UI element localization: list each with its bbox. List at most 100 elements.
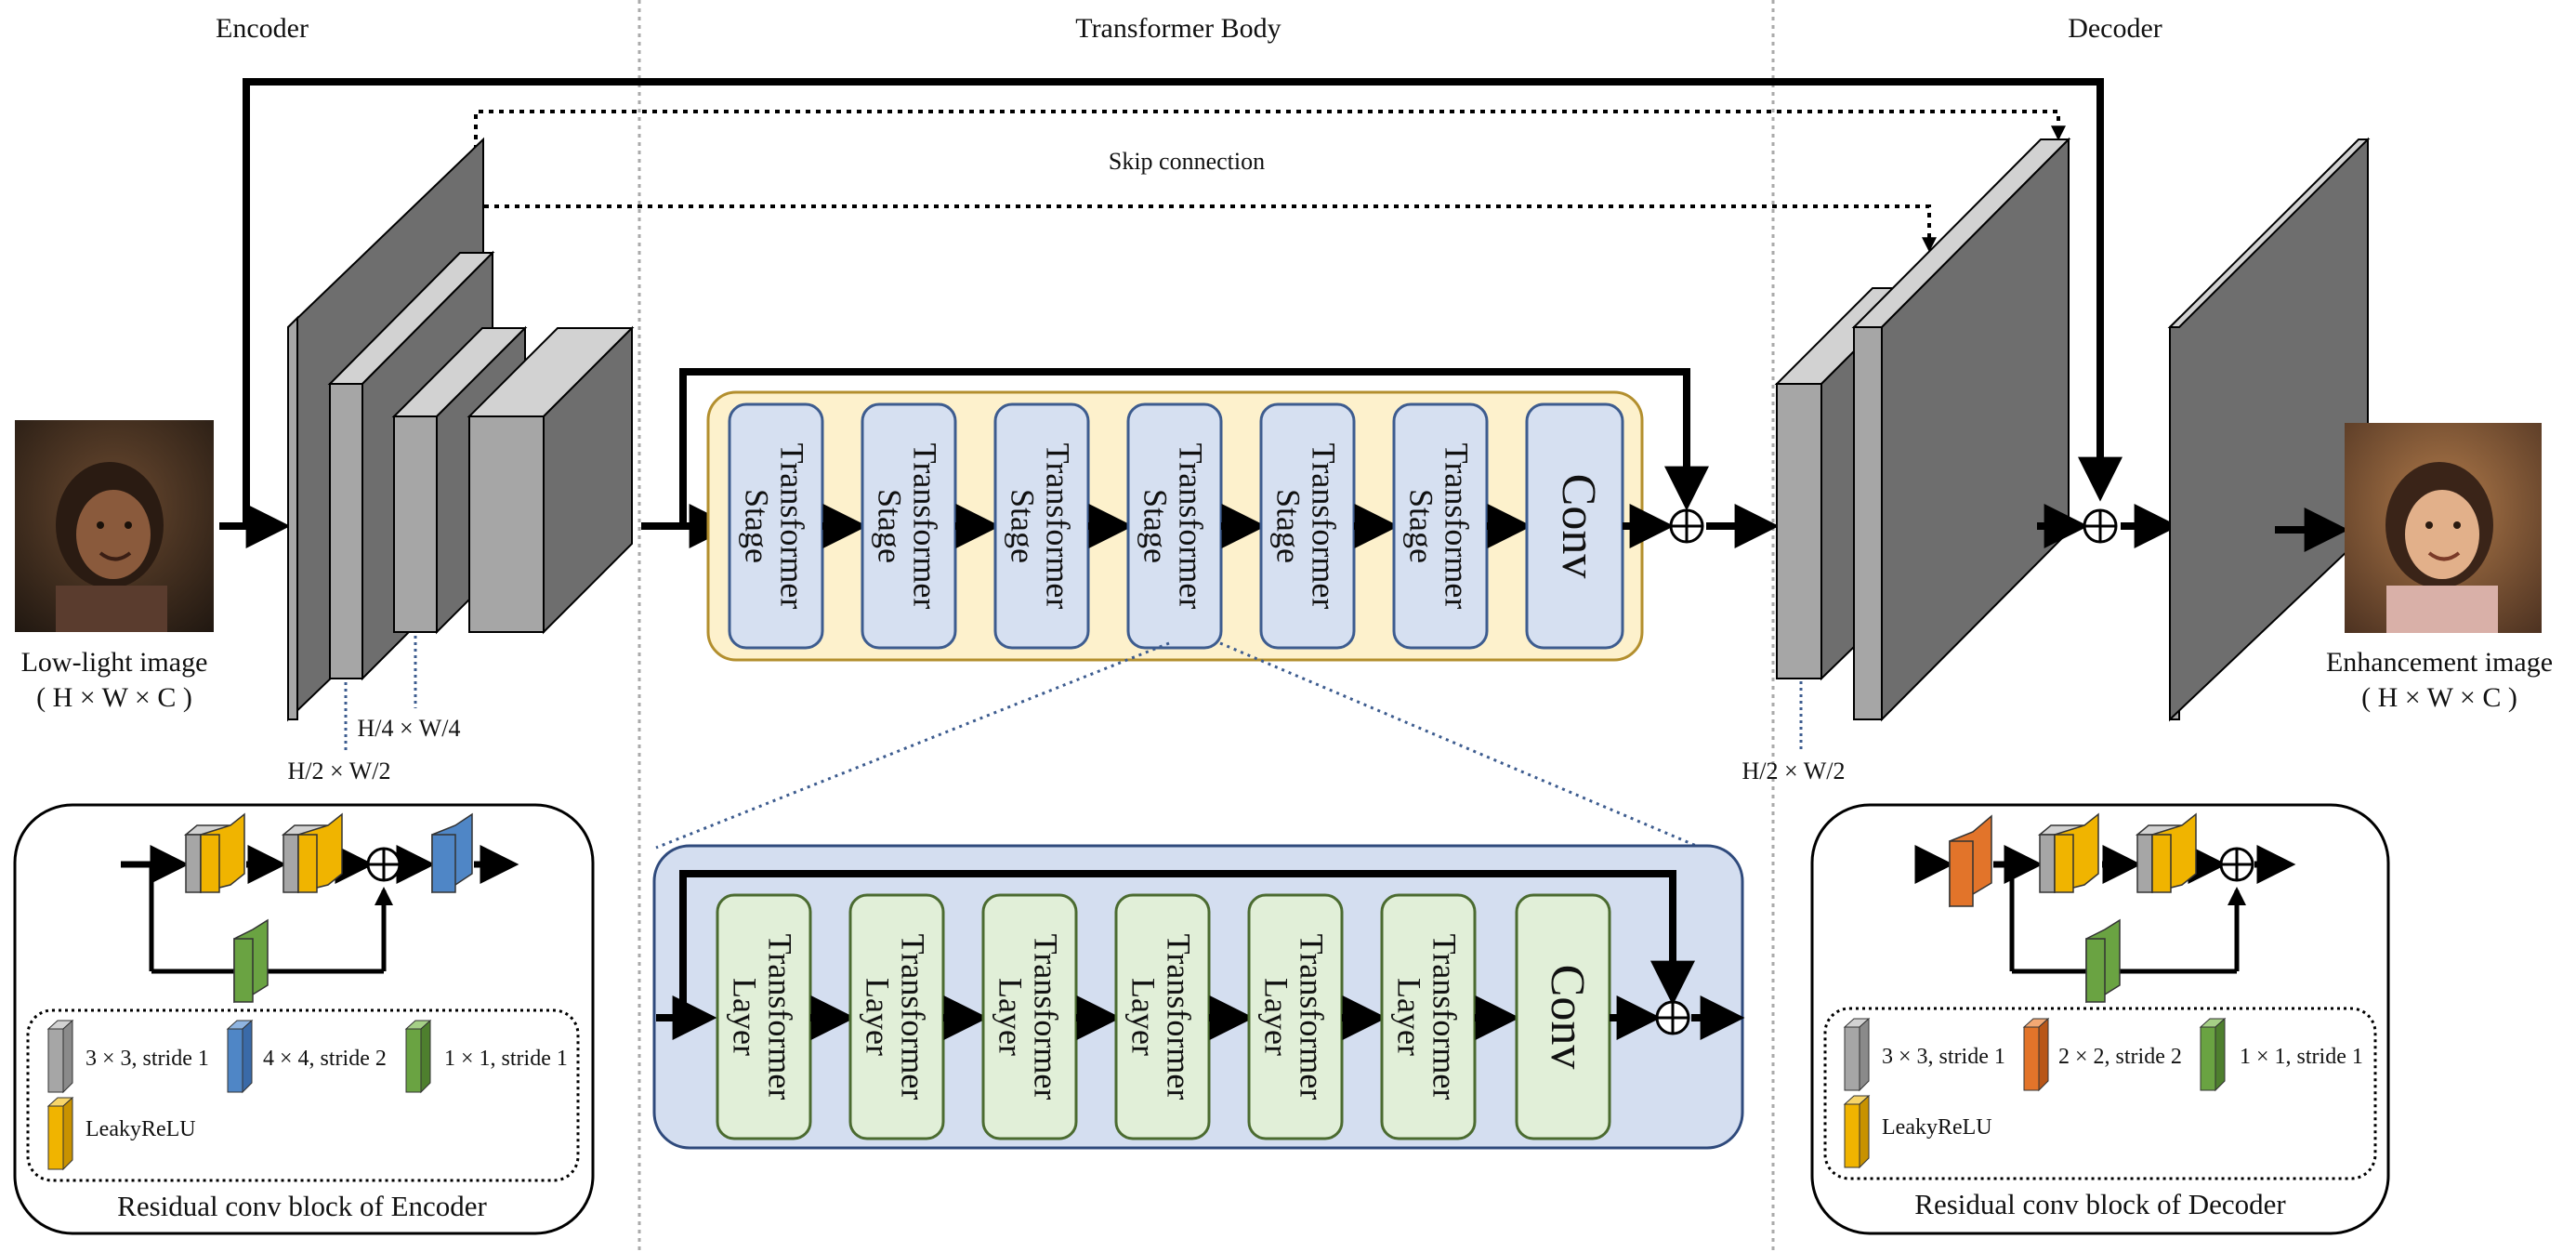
transformer-layer-box-line2: Layer (860, 978, 897, 1056)
transformer-stage-box-2: TransformerStage (861, 402, 957, 650)
encoder-section-title: Encoder (216, 13, 309, 44)
stage-conv-label: Conv (1541, 965, 1594, 1070)
transformer-layer-box-label-3: TransformerLayer (992, 934, 1065, 1100)
input-image (15, 420, 214, 632)
zoom-line-left (655, 641, 1170, 850)
output-image-title: Enhancement image (2326, 647, 2553, 678)
encoder-block-add-icon (366, 847, 401, 882)
transformer-stage-box-3: TransformerStage (993, 402, 1090, 650)
transformer-stage-box-line1: Transformer (1438, 443, 1475, 610)
transformer-layer-box-label-4: TransformerLayer (1125, 934, 1198, 1100)
transformer-layer-box-line1: Transformer (761, 934, 798, 1100)
skip-connection-1 (474, 110, 2066, 191)
body-conv-box: Conv (1525, 402, 1624, 650)
decoder-block-panel (1810, 803, 2390, 1235)
transformer-layer-box-line2: Layer (727, 978, 764, 1056)
encoder-legend-blue-icon (226, 1019, 254, 1094)
transformer-layer-box-label-6: TransformerLayer (1391, 934, 1464, 1100)
input-image-dims: ( H × W × C ) (36, 682, 192, 713)
skip-connection-label: Skip connection (1109, 148, 1265, 175)
transformer-layer-box-line1: Transformer (1293, 934, 1330, 1100)
decoder-feature-map-2 (1851, 137, 2071, 722)
decoder-conv3x3-1 (2037, 812, 2099, 893)
transformer-stage-box-label-4: TransformerStage (1137, 443, 1210, 610)
decoder-section-title: Decoder (2068, 13, 2162, 44)
decoder-legend-item-3: 1 × 1, stride 1 (2240, 1045, 2363, 1069)
encoder-conv3x3-2 (281, 812, 343, 893)
transformer-stage-box-label-1: TransformerStage (739, 443, 811, 610)
encoder-block-graph (121, 845, 519, 974)
encoder-block-caption: Residual conv block of Encoder (117, 1190, 487, 1222)
transformer-layer-box-line2: Layer (1125, 978, 1163, 1056)
encoder-legend-box (26, 1008, 580, 1182)
body-residual-line (679, 368, 1709, 526)
transformer-layer-box-line2: Layer (992, 978, 1030, 1056)
encoder-legend-item-3: 1 × 1, stride 1 (444, 1047, 568, 1071)
encoder-conv4x4 (431, 812, 473, 894)
transformer-layer-box-3: TransformerLayer (981, 893, 1078, 1140)
transformer-stage-box-label-2: TransformerStage (872, 443, 944, 610)
decoder-legend-yellow-icon (1843, 1094, 1871, 1169)
transformer-stage-box-line2: Stage (872, 489, 909, 563)
decoder-conv3x3-2 (2135, 812, 2197, 893)
output-image-dims: ( H × W × C ) (2361, 682, 2517, 713)
transformer-stage-box-label-5: TransformerStage (1270, 443, 1343, 610)
body-add-icon (1669, 508, 1704, 544)
decoder-legend-orange-icon (2022, 1017, 2050, 1092)
transformer-stage-box-line1: Transformer (1039, 443, 1076, 610)
transformer-stage-box-line2: Stage (1403, 489, 1440, 563)
body-section-title: Transformer Body (1075, 13, 1281, 44)
stage-residual-line (679, 870, 1695, 1018)
decoder-conv2x2 (1949, 814, 1992, 908)
decoder-add-icon (2083, 508, 2118, 544)
transformer-layer-box-5: TransformerLayer (1247, 893, 1344, 1140)
decoder-conv1x1 (2085, 918, 2121, 1004)
transformer-layer-box-2: TransformerLayer (848, 893, 945, 1140)
transformer-stage-box-line2: Stage (739, 489, 776, 563)
encoder-legend-item-4: LeakyReLU (85, 1117, 196, 1141)
decoder-legend-gray-icon (1843, 1017, 1871, 1092)
decoder-legend-box (1823, 1007, 2377, 1180)
transformer-stage-box-4: TransformerStage (1126, 402, 1223, 650)
decoder-block-add-icon (2219, 847, 2254, 882)
transformer-stage-box-line2: Stage (1005, 489, 1042, 563)
encoder-conv1x1 (233, 918, 269, 1004)
decoder-legend-item-1: 3 × 3, stride 1 (1882, 1045, 2005, 1069)
transformer-layer-box-line1: Transformer (1160, 934, 1197, 1100)
encoder-legend-yellow-icon (46, 1096, 74, 1171)
output-image (2345, 423, 2542, 633)
transformer-layer-box-line1: Transformer (1027, 934, 1064, 1100)
decoder-dim-h2: H/2 × W/2 (1742, 758, 1846, 784)
transformer-layer-box-label-5: TransformerLayer (1258, 934, 1331, 1100)
transformer-layer-box-line1: Transformer (1426, 934, 1463, 1100)
encoder-dim-h2: H/2 × W/2 (288, 758, 391, 784)
zoom-line-right (1219, 641, 1702, 850)
transformer-layer-box-label-2: TransformerLayer (860, 934, 932, 1100)
transformer-layer-box-line2: Layer (1258, 978, 1295, 1056)
encoder-dim-h4: H/4 × W/4 (358, 715, 461, 742)
decoder-block-graph (1914, 845, 2296, 974)
transformer-stage-box-line1: Transformer (906, 443, 943, 610)
transformer-stage-box-line2: Stage (1137, 489, 1175, 563)
global-skip-line (243, 78, 2123, 526)
transformer-layer-box-label-1: TransformerLayer (727, 934, 799, 1100)
transformer-stage-box-label-6: TransformerStage (1403, 443, 1476, 610)
stage-conv-box: Conv (1515, 893, 1611, 1140)
transformer-stage-box-6: TransformerStage (1392, 402, 1489, 650)
transformer-stage-box-label-3: TransformerStage (1005, 443, 1077, 610)
stage-add-icon (1655, 1000, 1690, 1035)
transformer-stage-box-line1: Transformer (1305, 443, 1342, 610)
transformer-layer-box-6: TransformerLayer (1380, 893, 1477, 1140)
encoder-legend-gray-icon (46, 1019, 74, 1094)
encoder-legend-item-2: 4 × 4, stride 2 (263, 1047, 387, 1071)
skip-connection-2 (474, 204, 1937, 253)
transformer-stage-box-5: TransformerStage (1259, 402, 1356, 650)
transformer-layer-box-line2: Layer (1391, 978, 1428, 1056)
encoder-legend-green-icon (404, 1019, 432, 1094)
decoder-block-caption: Residual conv block of Decoder (1914, 1188, 2286, 1220)
transformer-stage-box-line1: Transformer (773, 443, 810, 610)
transformer-layer-box-4: TransformerLayer (1114, 893, 1211, 1140)
